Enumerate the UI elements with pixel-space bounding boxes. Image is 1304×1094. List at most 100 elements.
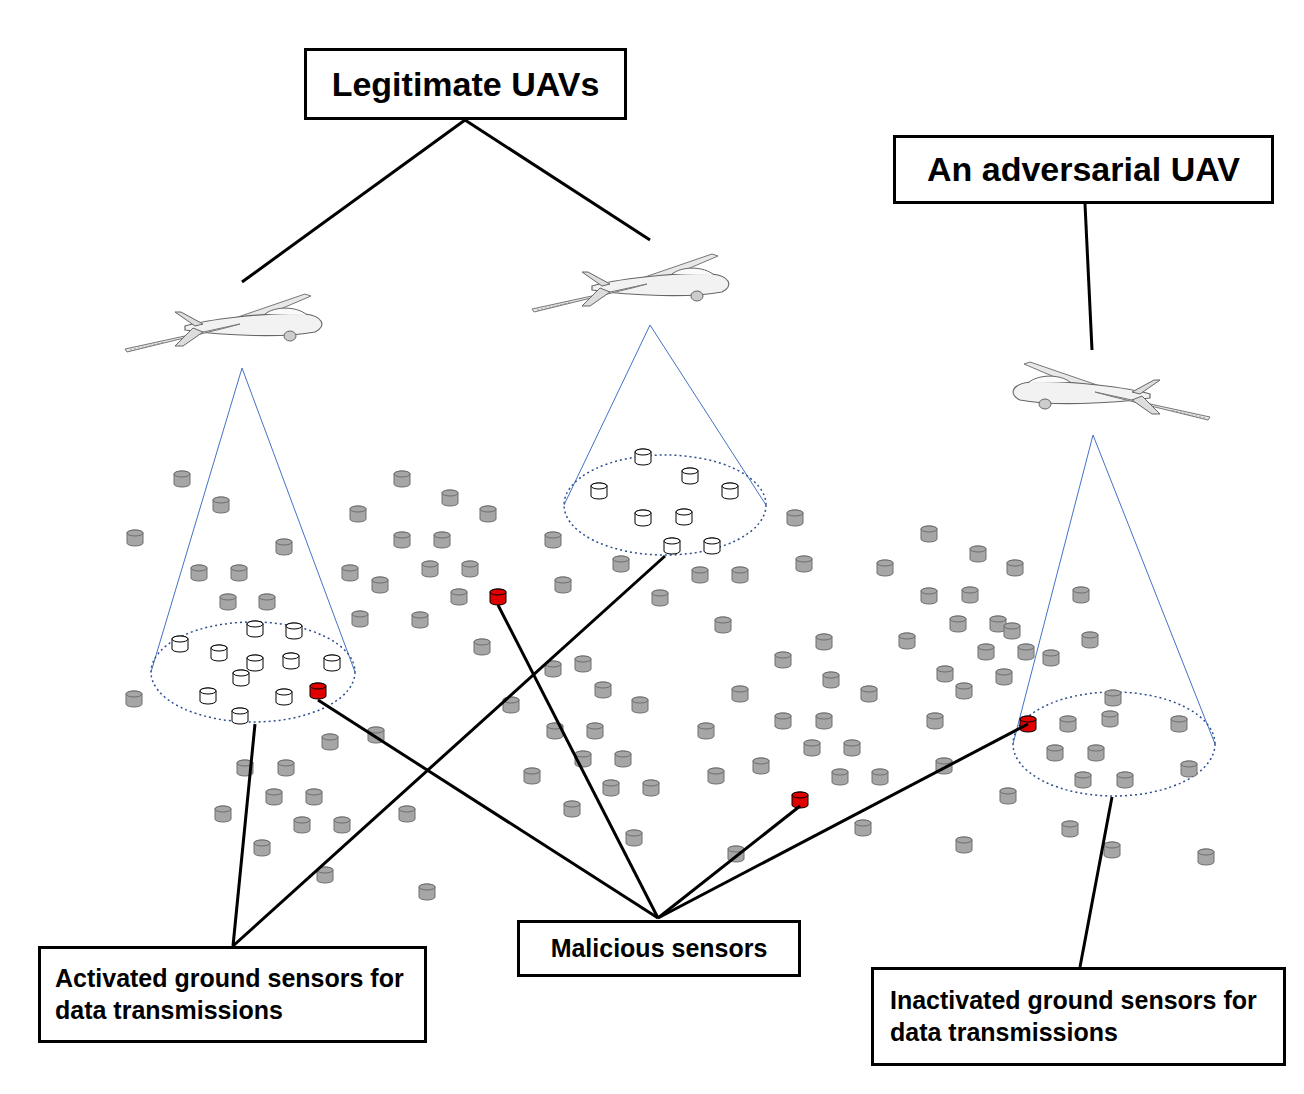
ground-sensor [816, 713, 832, 729]
ground-sensor [213, 497, 229, 513]
uav-icon [532, 254, 729, 312]
ground-sensor [872, 769, 888, 785]
ground-sensor [564, 801, 580, 817]
inactive-sensor [1105, 690, 1121, 706]
ground-sensor [220, 594, 236, 610]
ground-sensor [462, 561, 478, 577]
ground-sensor [698, 723, 714, 739]
ground-sensor [254, 840, 270, 856]
ground-sensor [127, 530, 143, 546]
active-sensor [324, 655, 340, 671]
active-sensor [200, 688, 216, 704]
active-sensor [682, 468, 698, 484]
ground-sensor [1018, 644, 1034, 660]
ground-sensor [823, 672, 839, 688]
ground-sensor [474, 639, 490, 655]
ground-sensor [632, 697, 648, 713]
active-sensor [591, 483, 607, 499]
ground-sensor [278, 760, 294, 776]
ground-sensor [861, 686, 877, 702]
active-sensor [704, 538, 720, 554]
ground-sensor [626, 830, 642, 846]
leader-line [242, 120, 465, 282]
leader-line [498, 605, 658, 918]
ground-sensor [394, 532, 410, 548]
ground-sensor [451, 589, 467, 605]
ground-sensor [877, 560, 893, 576]
ground-sensor [996, 669, 1012, 685]
active-sensor [276, 689, 292, 705]
active-sensor [286, 623, 302, 639]
leader-lines [233, 120, 1112, 967]
label-box: Inactivated ground sensors for data tran… [871, 967, 1286, 1066]
ground-sensor [231, 565, 247, 581]
ground-sensor [816, 634, 832, 650]
label-text: Malicious sensors [530, 933, 788, 964]
ground-sensor [276, 539, 292, 555]
ground-sensor [394, 471, 410, 487]
ground-sensor [399, 806, 415, 822]
ground-sensor [855, 820, 871, 836]
ground-sensor [480, 506, 496, 522]
ground-sensor [350, 506, 366, 522]
inactive-sensor [1181, 761, 1197, 777]
ground-sensor [775, 713, 791, 729]
active-sensor [247, 655, 263, 671]
ground-sensor [732, 567, 748, 583]
coverage-cones [151, 325, 1215, 796]
leader-line [1085, 204, 1092, 350]
ground-sensor [978, 644, 994, 660]
ground-sensor [174, 471, 190, 487]
ground-sensor [1007, 560, 1023, 576]
ground-sensor [956, 837, 972, 853]
ground-sensor [715, 617, 731, 633]
ground-sensor [412, 612, 428, 628]
ground-sensor [126, 691, 142, 707]
ground-sensor [615, 751, 631, 767]
uav-icon [1013, 362, 1210, 420]
malicious-sensor [792, 792, 808, 808]
active-sensor [283, 653, 299, 669]
coverage-ellipse [1013, 692, 1215, 796]
active-sensor [676, 509, 692, 525]
ground-sensor [595, 682, 611, 698]
ground-sensor [372, 577, 388, 593]
inactive-sensor [1047, 745, 1063, 761]
label-box: Legitimate UAVs [304, 48, 627, 120]
ground-sensor [334, 817, 350, 833]
ground-sensor [294, 817, 310, 833]
ground-sensor [215, 806, 231, 822]
ground-sensor [422, 561, 438, 577]
inactive-sensor [1102, 711, 1118, 727]
ground-sensor [921, 588, 937, 604]
malicious-sensor [490, 589, 506, 605]
leader-line [658, 724, 1028, 918]
ground-sensor [962, 587, 978, 603]
label-box: Malicious sensors [517, 920, 801, 977]
ground-sensor [956, 683, 972, 699]
ground-sensor [587, 723, 603, 739]
ground-sensor [1043, 650, 1059, 666]
leader-line [465, 120, 650, 240]
ground-sensor [1073, 587, 1089, 603]
leader-line [318, 700, 658, 918]
ground-sensor [191, 565, 207, 581]
ground-sensor [1062, 821, 1078, 837]
ground-sensor [524, 768, 540, 784]
cone-edge [564, 325, 766, 505]
ground-sensor [927, 713, 943, 729]
ground-sensor [775, 652, 791, 668]
ground-sensor [937, 666, 953, 682]
ground-sensor [545, 532, 561, 548]
inactive-sensor [1088, 745, 1104, 761]
ground-sensor [950, 616, 966, 632]
cone-edge [1013, 435, 1215, 744]
ground-sensor [921, 526, 937, 542]
ground-sensor [352, 611, 368, 627]
ground-sensor [643, 780, 659, 796]
ground-sensor [603, 780, 619, 796]
ground-sensor [652, 590, 668, 606]
label-box: Activated ground sensors for data transm… [38, 946, 427, 1043]
coverage-ellipse [564, 455, 766, 555]
